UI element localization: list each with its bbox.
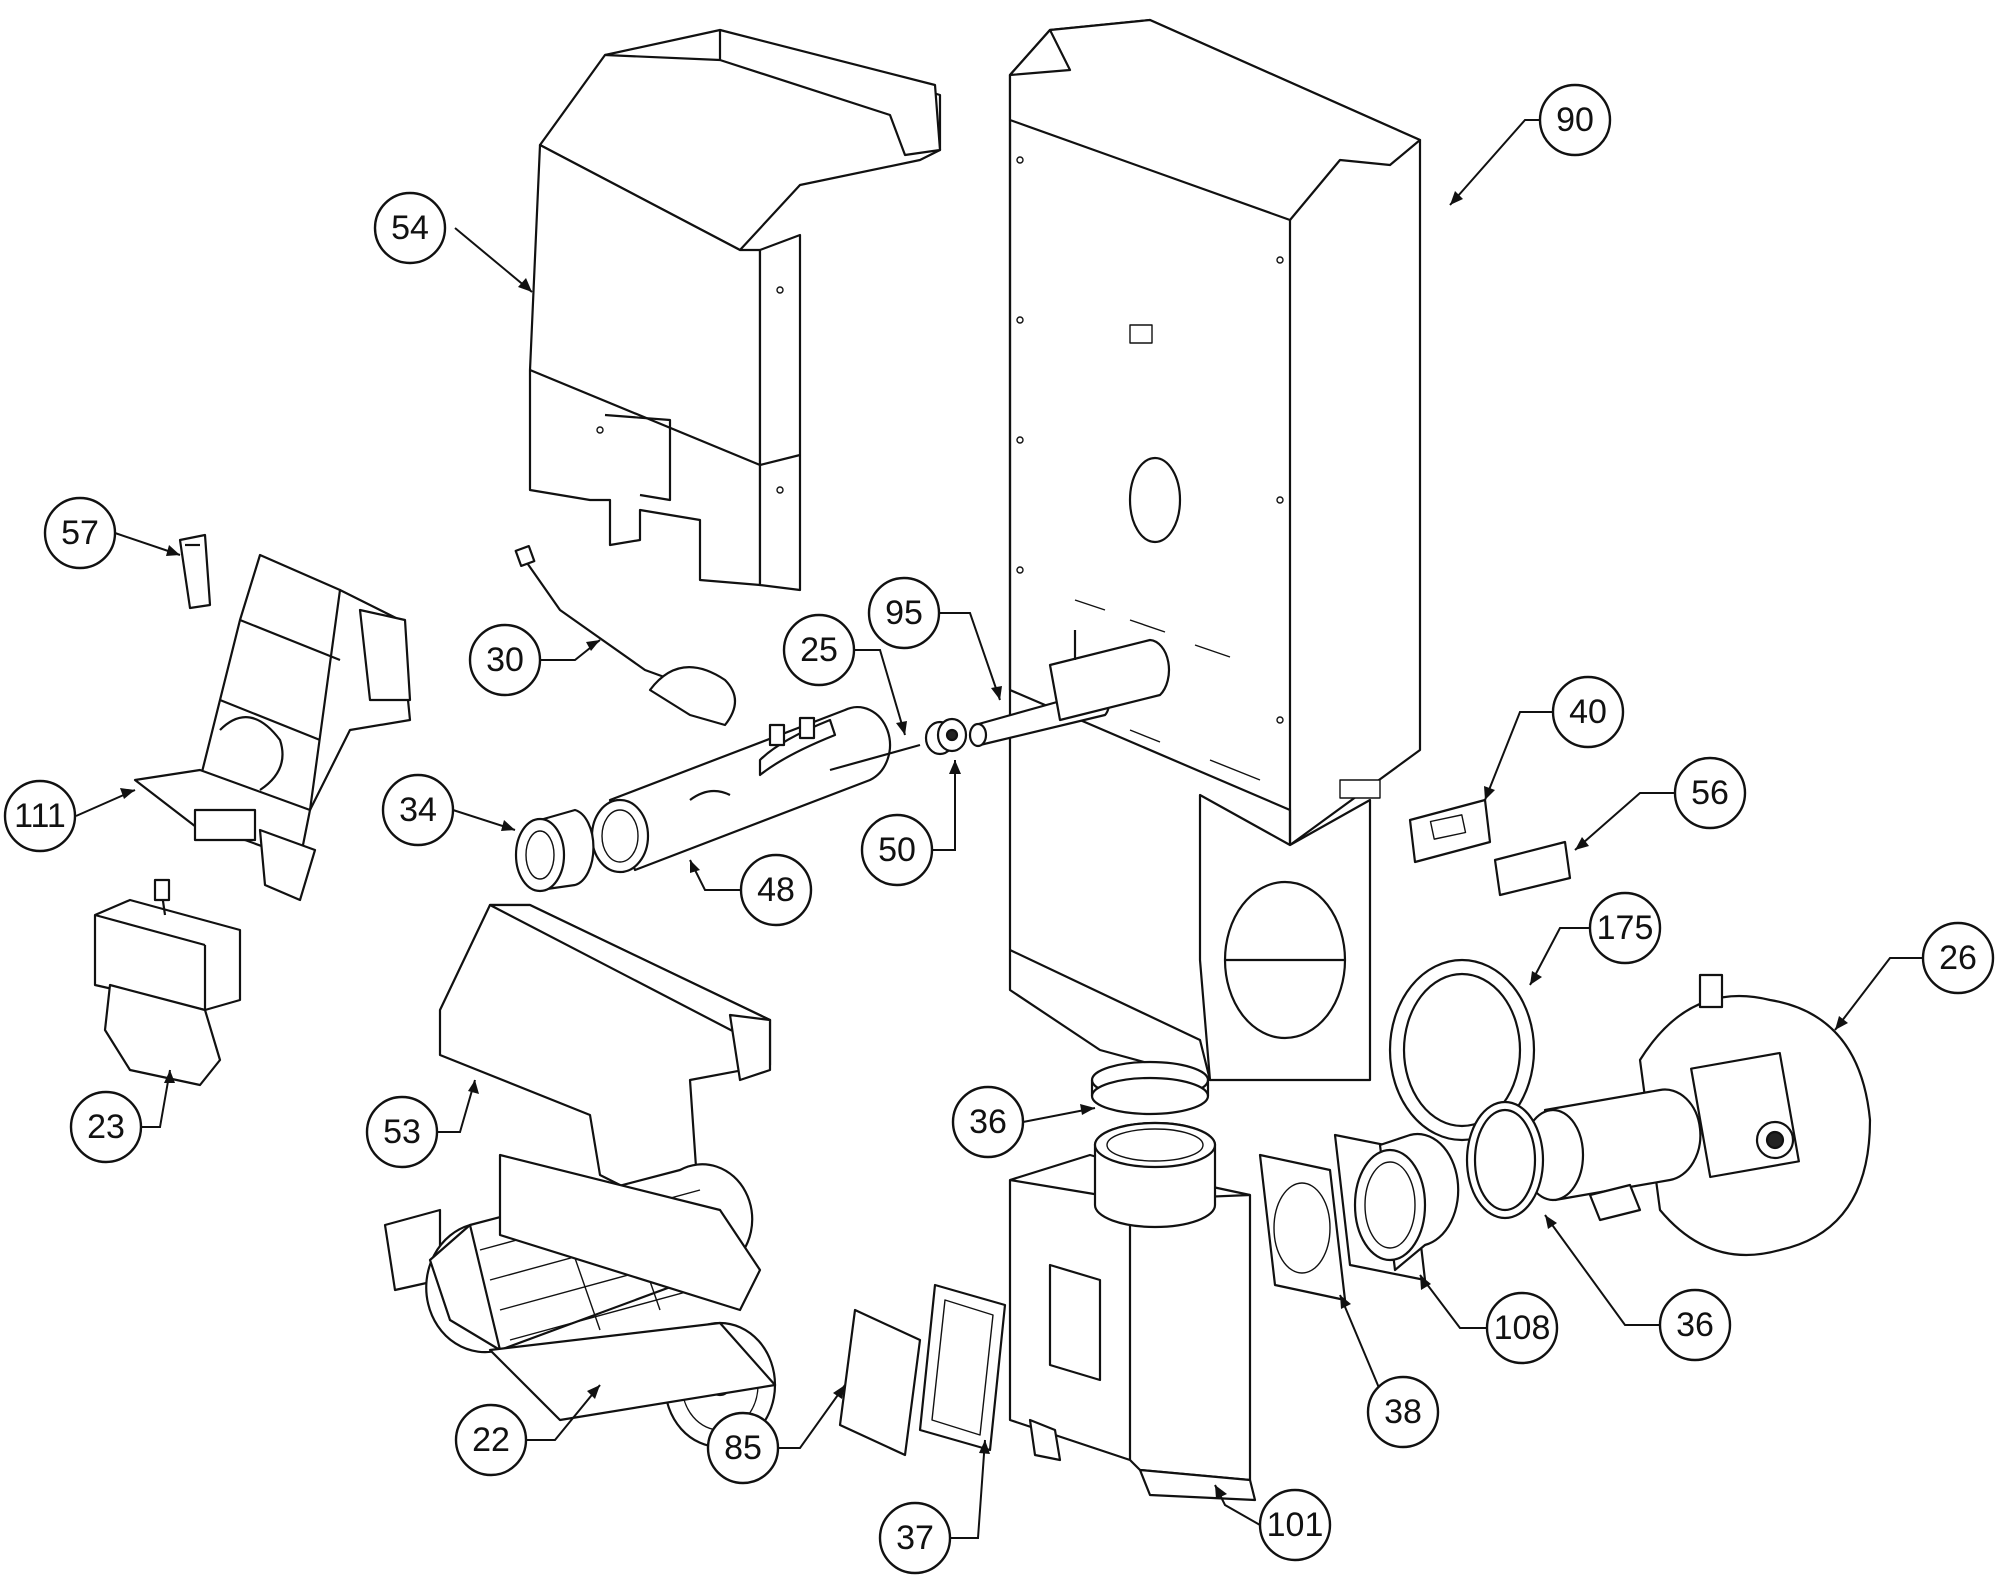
callout-label: 30 [486,641,524,679]
callout-26: 26 [1921,921,1995,995]
part-30-igniter [514,544,737,727]
part-34-burner-cap [514,808,595,893]
leader-37 [950,1439,986,1539]
callout-label: 54 [391,209,429,247]
callout-54: 54 [373,191,447,265]
callout-95: 95 [867,576,941,650]
part-111-burner-assembly [133,553,412,902]
part-26-combustion-blower [1521,973,1872,1257]
leader-56 [1574,792,1675,851]
callout-111: 111 [3,779,77,853]
callout-label: 50 [878,831,916,869]
part-22-blower-fan [383,1153,777,1449]
callout-25: 25 [782,613,856,687]
callout-label: 53 [383,1113,421,1151]
callout-label: 34 [399,791,437,829]
callout-101: 101 [1258,1488,1332,1562]
part-53-heat-deflector [438,903,772,1227]
callout-label: 23 [87,1108,125,1146]
leader-arrowheads [120,191,1848,1499]
callout-40: 40 [1551,675,1625,749]
part-108-transition-adapter [1333,1132,1460,1282]
part-56-cover-plate [1493,840,1572,897]
callout-label: 25 [800,631,838,669]
leader-54 [454,227,533,293]
callout-85: 85 [706,1411,780,1485]
part-38-flange-gasket [1258,1153,1347,1302]
leader-26 [1834,957,1923,1031]
part-25-rod [829,743,921,772]
leader-40 [1484,711,1553,801]
leader-108 [1419,1274,1486,1329]
callout-label: 101 [1267,1506,1324,1544]
part-101-collector-box [1008,1121,1257,1502]
leader-25 [844,649,906,736]
callout-36-upper: 36 [951,1085,1025,1159]
callout-53: 53 [365,1095,439,1169]
callout-108: 108 [1485,1291,1559,1365]
callout-label: 85 [724,1429,762,1467]
part-175-gasket-ring [1388,958,1536,1142]
leader-23 [141,1069,171,1128]
leader-53 [437,1079,476,1133]
callout-36-lower: 36 [1658,1288,1732,1362]
callout-label: 111 [14,797,66,835]
callout-label: 40 [1569,693,1607,731]
callout-label: 37 [896,1519,934,1557]
part-23-gas-valve [93,878,242,1087]
callout-label: 36 [969,1103,1007,1141]
leader-175 [1529,927,1590,986]
part-54-cover-shroud [528,28,942,592]
part-50-bushing [924,717,968,756]
part-37-gasket-frame [918,1283,1007,1452]
leader-36b [1544,1214,1660,1326]
leader-95 [939,612,1001,701]
part-90-main-housing [1008,18,1422,1082]
callout-30: 30 [468,623,542,697]
callout-label: 48 [757,871,795,909]
callout-56: 56 [1673,756,1747,830]
callout-175: 175 [1588,891,1662,965]
callout-23: 23 [69,1090,143,1164]
callout-38: 38 [1366,1375,1440,1449]
part-36-clamp-ring-lower [1465,1100,1545,1220]
callout-57: 57 [43,496,117,570]
callout-label: 57 [61,514,99,552]
callout-34: 34 [381,773,455,847]
callout-label: 38 [1384,1393,1422,1431]
callout-48: 48 [739,853,813,927]
leader-48 [689,859,741,891]
callout-90: 90 [1538,83,1612,157]
part-36-clamp-ring-upper [1090,1060,1210,1116]
callout-label: 26 [1939,939,1977,977]
part-40-sight-frame [1408,798,1492,864]
leader-22 [526,1384,601,1441]
callout-label: 90 [1556,101,1594,139]
callout-50: 50 [860,813,934,887]
callout-label: 36 [1676,1306,1714,1344]
part-85-cover-plate [838,1308,922,1457]
callout-37: 37 [878,1501,952,1575]
callout-label: 95 [885,594,923,632]
callout-label: 22 [472,1421,510,1459]
leader-50 [932,760,956,851]
part-57-bracket [178,533,212,610]
leader-85 [778,1384,846,1449]
callout-label: 56 [1691,774,1729,812]
part-95-pilot-tube [968,630,1171,748]
callout-label: 175 [1597,909,1654,947]
callout-22: 22 [454,1403,528,1477]
part-48-burner-tube [590,705,892,874]
callout-label: 108 [1494,1309,1551,1347]
